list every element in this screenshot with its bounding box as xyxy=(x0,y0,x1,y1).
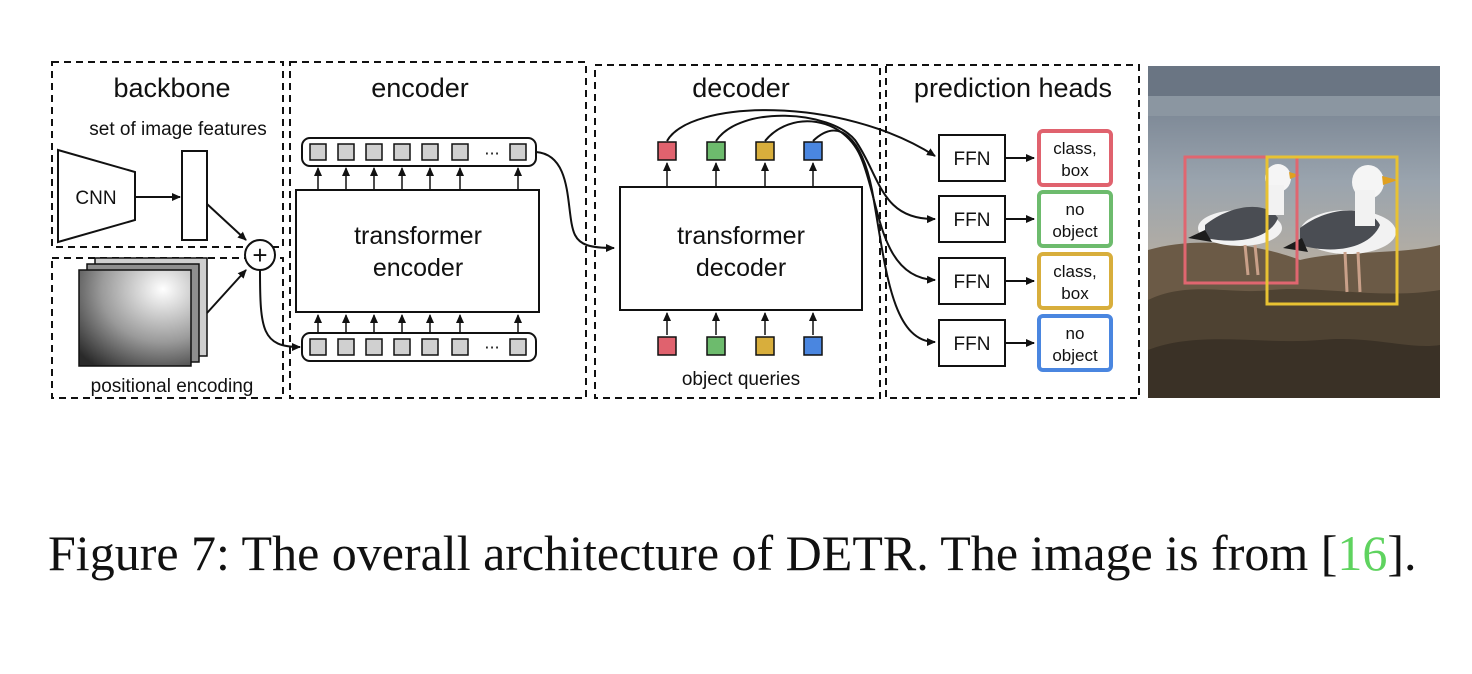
prediction-heads-frame xyxy=(885,64,1140,399)
decoder-box-line1: transformer xyxy=(677,222,805,250)
backbone-title: backbone xyxy=(113,73,230,103)
ffn-label: FFN xyxy=(954,334,991,355)
figure-caption: Figure 7: The overall architecture of DE… xyxy=(48,522,1448,584)
cnn-block xyxy=(57,148,136,244)
encoder-output-token xyxy=(365,143,383,161)
feature-map xyxy=(181,150,208,241)
encoder-output-container xyxy=(301,137,537,167)
image-features-label: set of image features xyxy=(89,119,266,140)
caption-text: Figure 7: The overall architecture of DE… xyxy=(48,525,1338,581)
detection-box-red xyxy=(1183,155,1299,285)
output-box xyxy=(1037,190,1113,248)
prediction-heads-title: prediction heads xyxy=(914,73,1112,103)
output-label-line2: object xyxy=(1052,222,1098,241)
encoder-input-token xyxy=(365,338,383,356)
encoder-input-token xyxy=(337,338,355,356)
caption-end: ]. xyxy=(1387,525,1417,581)
encoder-input-tokens xyxy=(301,314,537,362)
decoder-tokens xyxy=(657,141,823,356)
output-label-line1: no xyxy=(1066,200,1085,219)
output-label-line2: box xyxy=(1061,161,1089,180)
transformer-decoder-box xyxy=(619,186,863,311)
prediction-heads: FFNclass,boxFFNnoobjectFFNclass,boxFFNno… xyxy=(938,129,1113,372)
encoder-output-token xyxy=(337,143,355,161)
output-label-line1: class, xyxy=(1053,139,1096,158)
output-4-connector xyxy=(812,129,936,346)
transformer-encoder-box xyxy=(295,189,540,313)
ffn-label: FFN xyxy=(954,149,991,170)
ffn-label: FFN xyxy=(954,272,991,293)
pos-to-plus-arrow xyxy=(206,269,247,314)
encoder-output-token xyxy=(393,143,411,161)
output-3-connector xyxy=(764,120,936,284)
encoder-to-decoder-arrow xyxy=(535,151,615,252)
backbone-frame xyxy=(51,61,284,248)
encoder-input-token xyxy=(451,338,469,356)
pos-enc-layer-front xyxy=(78,269,192,367)
encoder-input-token xyxy=(421,338,439,356)
decoder-output-token xyxy=(657,141,677,161)
encoder-input-token xyxy=(509,338,527,356)
positional-encoding-label: positional encoding xyxy=(91,376,254,397)
encoder-box-line2: encoder xyxy=(373,254,463,282)
decoder-output-token xyxy=(755,141,775,161)
encoder-input-token xyxy=(309,338,327,356)
encoder-bottom-ellipsis: ··· xyxy=(484,338,499,357)
output-label-line2: object xyxy=(1052,346,1098,365)
output-box xyxy=(1037,129,1113,187)
encoder-title: encoder xyxy=(371,73,469,103)
encoder-output-token xyxy=(509,143,527,161)
encoder-output-token xyxy=(451,143,469,161)
object-query-token xyxy=(755,336,775,356)
detection-box-yellow xyxy=(1265,155,1399,306)
output-box xyxy=(1037,314,1113,372)
decoder-output-token xyxy=(706,141,726,161)
output-label-line2: box xyxy=(1061,284,1089,303)
positional-encoding-frame xyxy=(51,257,284,399)
output-label-line1: no xyxy=(1066,324,1085,343)
plus-sign: + xyxy=(252,240,267,270)
ffn-box xyxy=(938,319,1006,367)
output-2-connector xyxy=(715,114,936,224)
object-query-token xyxy=(706,336,726,356)
encoder-output-token xyxy=(421,143,439,161)
encoder-input-token xyxy=(393,338,411,356)
cnn-label: CNN xyxy=(75,188,116,209)
decoder-title: decoder xyxy=(692,73,790,103)
caption-citation[interactable]: 16 xyxy=(1337,525,1388,581)
encoder-box-line1: transformer xyxy=(354,222,482,250)
decoder-frame xyxy=(594,64,881,399)
output-label-line1: class, xyxy=(1053,262,1096,281)
plus-to-encoder-input-arrow xyxy=(259,269,301,351)
encoder-output-tokens xyxy=(301,137,537,190)
ffn-box xyxy=(938,195,1006,243)
detr-architecture-diagram: backbone encoder decoder prediction head… xyxy=(51,61,1440,399)
encoder-input-container xyxy=(301,332,537,362)
ffn-label: FFN xyxy=(954,210,991,231)
object-query-token xyxy=(657,336,677,356)
decoder-output-token xyxy=(803,141,823,161)
output-1-connector xyxy=(666,109,936,157)
decoder-box-line2: decoder xyxy=(696,254,786,282)
encoder-top-ellipsis: ··· xyxy=(484,144,499,163)
output-box xyxy=(1037,252,1113,310)
encoder-output-token xyxy=(309,143,327,161)
object-query-token xyxy=(803,336,823,356)
object-queries-label: object queries xyxy=(682,369,800,390)
encoder-frame xyxy=(289,61,587,399)
features-to-plus-arrow xyxy=(206,203,247,241)
seagull-photo xyxy=(1148,66,1440,398)
